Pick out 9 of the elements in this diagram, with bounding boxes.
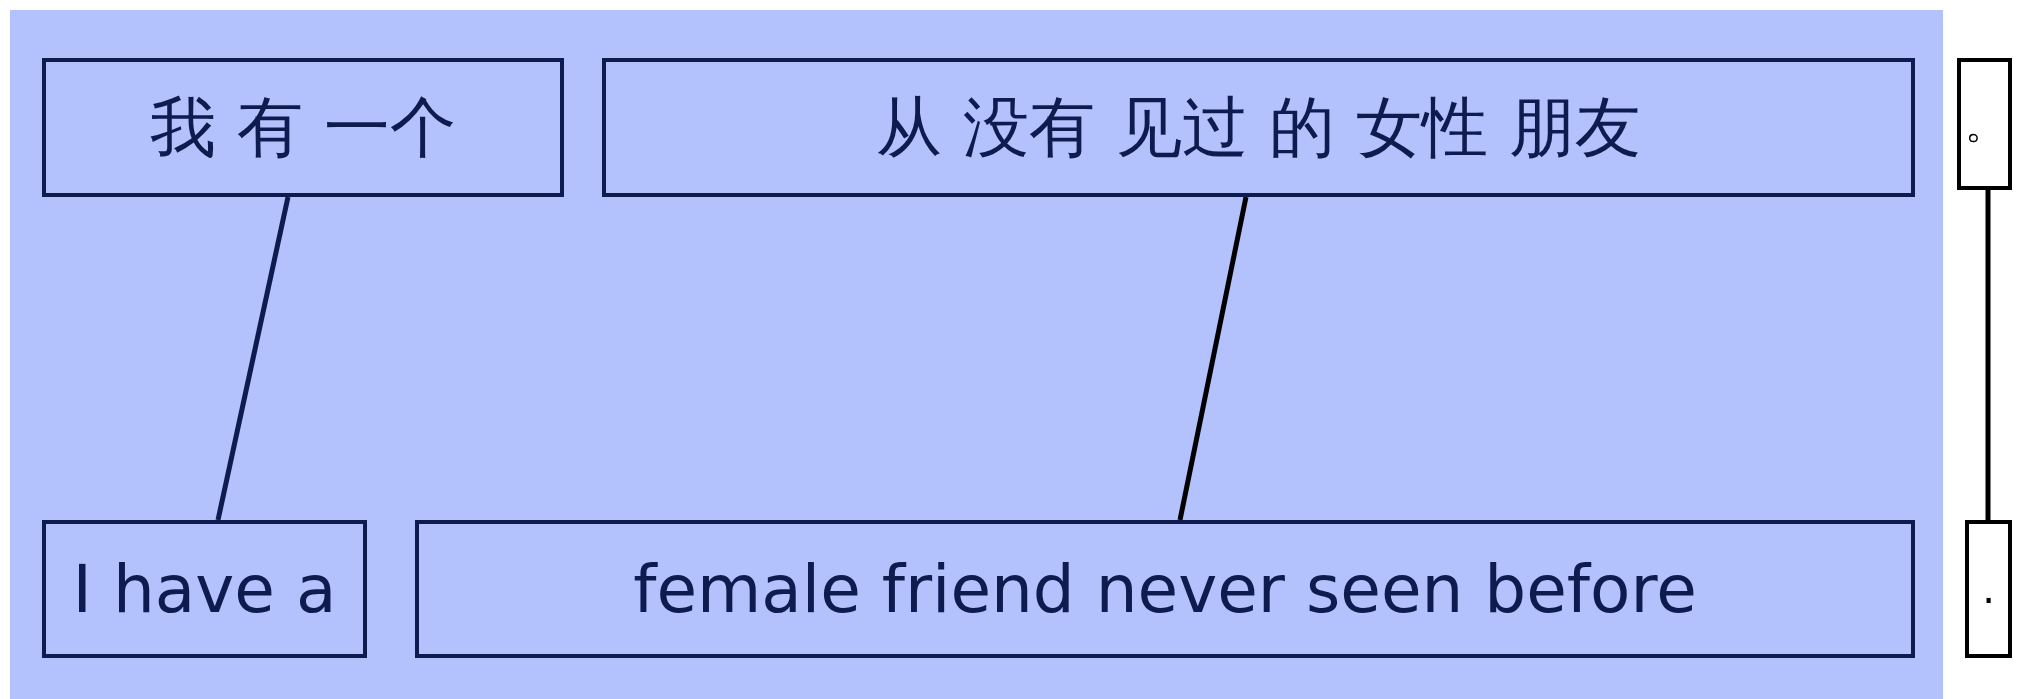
text-box: . [1965, 520, 2012, 658]
connector-line [1985, 190, 1991, 520]
text-box: female friend never seen before [415, 520, 1915, 658]
connector-line [1177, 196, 1249, 521]
text-box: 。 [1957, 58, 2012, 190]
text-box: 我 有 一个 [42, 58, 564, 197]
connector-line [215, 196, 291, 521]
text-box: I have a [42, 520, 367, 658]
text-box: 从 没有 见过 的 女性 朋友 [602, 58, 1915, 197]
